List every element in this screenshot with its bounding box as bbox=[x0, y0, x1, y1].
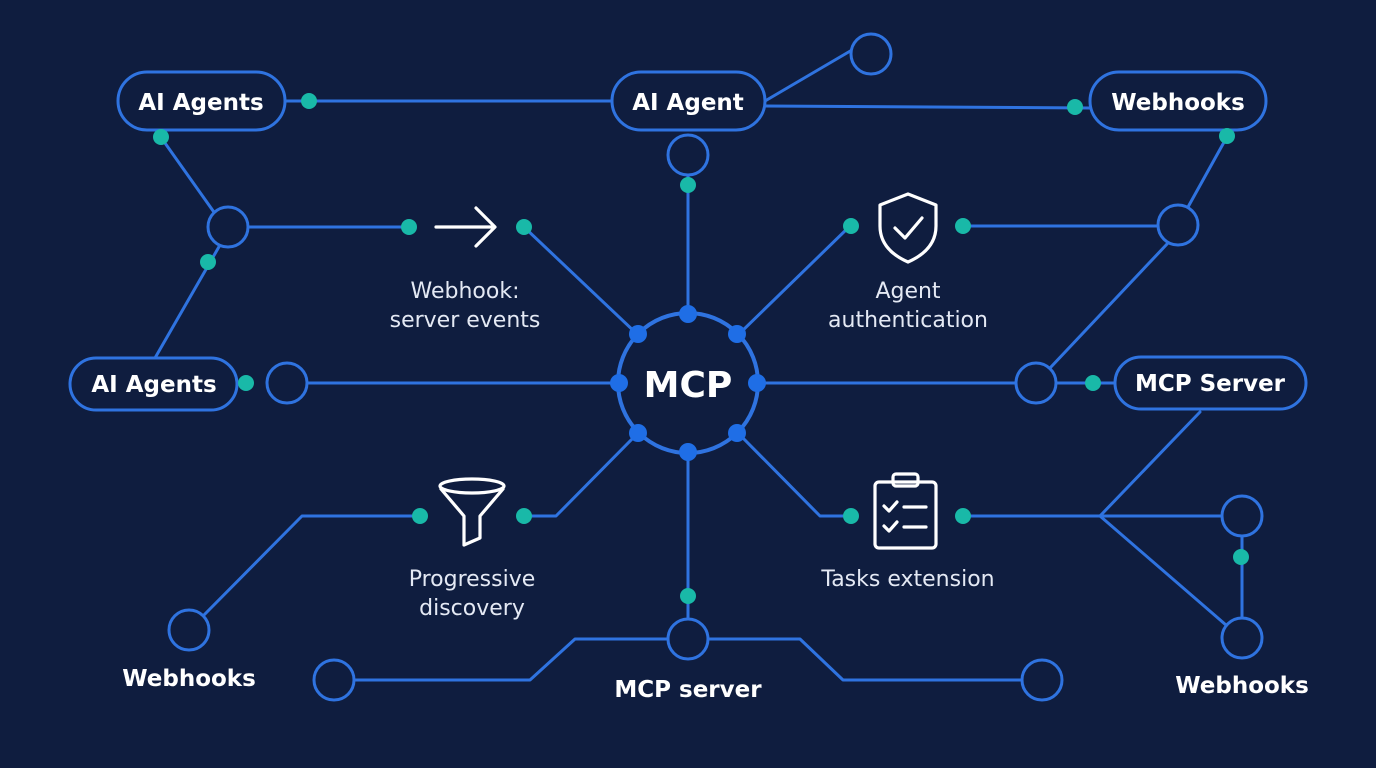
label-webhooks-bottom-left: Webhooks bbox=[122, 666, 256, 692]
hub-port bbox=[748, 374, 766, 392]
connector-dot bbox=[1233, 549, 1249, 565]
connector-dot bbox=[680, 177, 696, 193]
label-webhooks-bottom-right: Webhooks bbox=[1175, 673, 1309, 699]
connector-dot bbox=[955, 218, 971, 234]
connector-dot bbox=[238, 375, 254, 391]
connector-dot bbox=[401, 219, 417, 235]
connector-dot bbox=[1067, 99, 1083, 115]
feature-webhook-events: Webhook: server events bbox=[390, 206, 541, 333]
connector-dot bbox=[153, 129, 169, 145]
hub-label: MCP bbox=[644, 365, 733, 406]
arrow-right-icon bbox=[434, 206, 497, 248]
node-label: AI Agents bbox=[91, 372, 216, 398]
junction-ring bbox=[1020, 658, 1064, 702]
connector-dot bbox=[200, 254, 216, 270]
junction-ring bbox=[312, 658, 356, 702]
hub-port bbox=[610, 374, 628, 392]
node-label: MCP Server bbox=[1135, 371, 1286, 397]
junction-ring bbox=[1156, 203, 1200, 247]
connector-dot bbox=[412, 508, 428, 524]
hub-port bbox=[629, 424, 647, 442]
hub-port bbox=[679, 443, 697, 461]
junction-ring bbox=[1014, 361, 1058, 405]
connector-dot bbox=[843, 218, 859, 234]
connector-dot bbox=[1085, 375, 1101, 391]
junction-ring bbox=[265, 361, 309, 405]
connector-dot bbox=[843, 508, 859, 524]
hub-port bbox=[629, 325, 647, 343]
feature-label-line2: discovery bbox=[419, 596, 525, 621]
clipboard-checklist-icon bbox=[873, 472, 938, 550]
junction-ring bbox=[666, 617, 710, 661]
connector-dot bbox=[1219, 128, 1235, 144]
feature-agent-authentication: Agent authentication bbox=[828, 192, 988, 333]
junction-ring bbox=[206, 205, 250, 249]
junction-ring bbox=[1220, 494, 1264, 538]
hub-port bbox=[728, 325, 746, 343]
connector-dots bbox=[153, 93, 1249, 604]
node-label: AI Agent bbox=[632, 90, 744, 116]
node-label: AI Agents bbox=[138, 90, 263, 116]
junction-ring bbox=[1220, 616, 1264, 660]
node-webhooks-top: Webhooks bbox=[1088, 70, 1268, 132]
feature-label: Tasks extension bbox=[820, 567, 994, 592]
connector-dot bbox=[516, 219, 532, 235]
node-ai-agents-mid: AI Agents bbox=[68, 356, 239, 412]
feature-tasks-extension: Tasks extension bbox=[820, 472, 995, 592]
feature-label-line1: Agent bbox=[875, 279, 940, 304]
node-label: Webhooks bbox=[1111, 90, 1245, 116]
feature-label-line2: authentication bbox=[828, 308, 988, 333]
junction-ring bbox=[666, 133, 710, 177]
hub-port bbox=[728, 424, 746, 442]
funnel-icon bbox=[438, 477, 506, 547]
feature-label-line2: server events bbox=[390, 308, 541, 333]
feature-progressive-discovery: Progressive discovery bbox=[409, 477, 536, 621]
junction-rings bbox=[167, 32, 1264, 702]
node-ai-agents-top: AI Agents bbox=[116, 70, 287, 132]
junction-ring bbox=[167, 608, 211, 652]
connector-dot bbox=[680, 588, 696, 604]
connector-dot bbox=[516, 508, 532, 524]
feature-label-line1: Webhook: bbox=[411, 279, 520, 304]
connector-dot bbox=[301, 93, 317, 109]
label-mcp-server-bottom: MCP server bbox=[614, 677, 762, 703]
connector-dot bbox=[955, 508, 971, 524]
shield-check-icon bbox=[878, 192, 938, 264]
mcp-hub: MCP bbox=[610, 305, 766, 461]
junction-ring bbox=[849, 32, 893, 76]
node-mcp-server-right: MCP Server bbox=[1113, 355, 1308, 411]
feature-label-line1: Progressive bbox=[409, 567, 536, 592]
hub-port bbox=[679, 305, 697, 323]
node-ai-agent-center: AI Agent bbox=[610, 70, 767, 132]
